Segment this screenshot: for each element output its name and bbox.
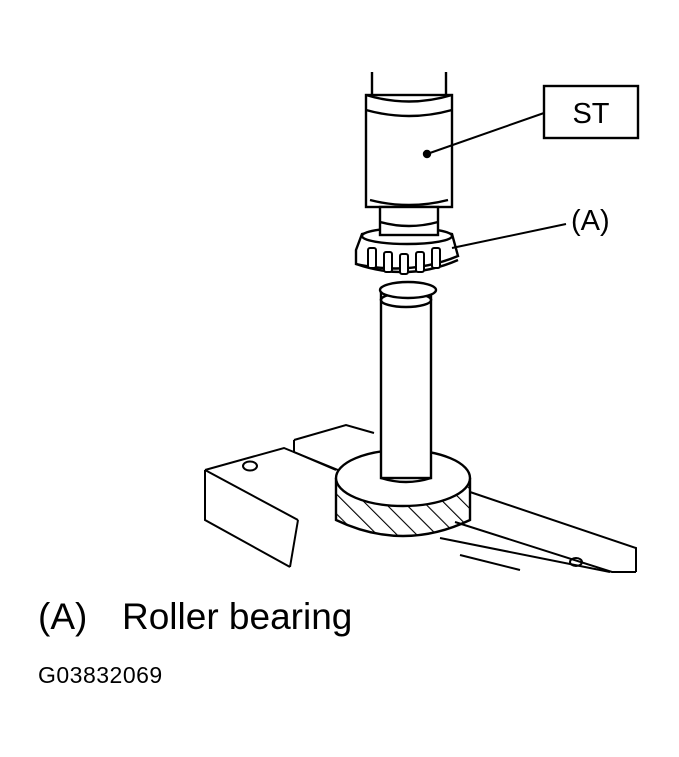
legend-key: (A) <box>38 596 88 637</box>
press-table <box>204 423 637 573</box>
bearing-callout-label: (A) <box>571 205 610 237</box>
leader-lines <box>426 112 567 249</box>
special-tool <box>364 72 454 237</box>
shaft <box>378 280 438 484</box>
legend-row: (A) Roller bearing <box>38 596 352 638</box>
legend-text: Roller bearing <box>122 596 353 637</box>
st-label: ST <box>572 98 609 130</box>
figure-code: G03832069 <box>38 662 163 688</box>
st-callout: ST <box>542 84 640 140</box>
